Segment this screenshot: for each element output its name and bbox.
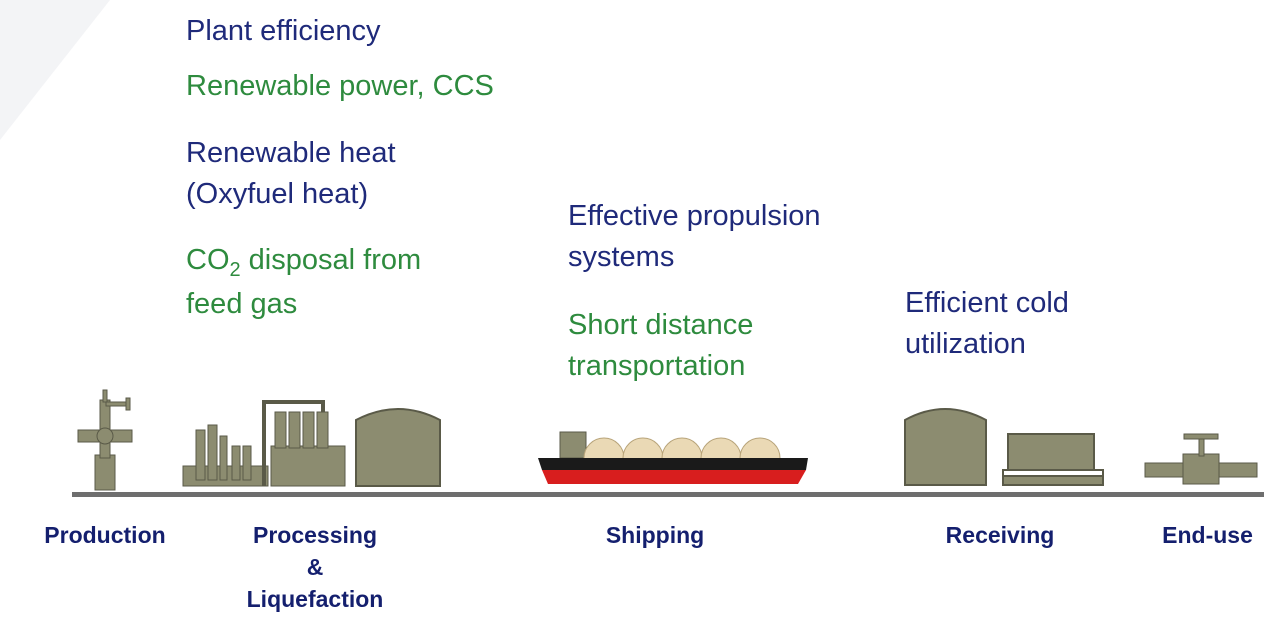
note-cold-line2: utilization <box>905 328 1026 360</box>
note-co2-disposal: CO2 disposal from feed gas <box>186 240 421 325</box>
regasification-unit-icon <box>1002 433 1104 486</box>
receiving-tank-icon <box>904 408 987 486</box>
processing-plant-icon <box>182 400 346 487</box>
stage-label-processing-line2: & <box>306 554 324 580</box>
stage-label-processing: Processing & Liquefaction <box>220 519 410 615</box>
storage-tank-icon <box>355 408 441 487</box>
note-short-distance: Short distance transportation <box>568 305 753 387</box>
note-renewable-heat-line2: (Oxyfuel heat) <box>186 178 369 210</box>
ground-line <box>72 492 1264 497</box>
note-short-distance-line1: Short distance <box>568 309 754 341</box>
valve-pipeline-icon <box>1144 433 1258 485</box>
stage-label-end-use: End-use <box>1162 522 1253 548</box>
corner-decoration <box>0 0 110 140</box>
co2-suffix: disposal from <box>240 244 422 276</box>
note-plant-efficiency: Plant efficiency <box>186 15 381 47</box>
stage-label-production: Production <box>44 522 166 548</box>
note-co2-line1: CO2 disposal from <box>186 240 421 284</box>
stage-label-shipping: Shipping <box>605 522 705 548</box>
note-efficient-cold: Efficient cold utilization <box>905 283 1069 365</box>
co2-subscript: 2 <box>229 259 241 281</box>
stage-label-processing-line3: Liquefaction <box>246 586 384 612</box>
note-renewable-power-ccs: Renewable power, CCS <box>186 70 494 102</box>
stage-label-processing-line1: Processing <box>253 522 377 548</box>
note-co2-line2: feed gas <box>186 288 298 320</box>
note-cold-line1: Efficient cold <box>905 287 1069 319</box>
co2-prefix: CO <box>186 244 230 276</box>
note-short-distance-line2: transportation <box>568 350 746 382</box>
stage-label-receiving: Receiving <box>945 522 1055 548</box>
note-renewable-heat: Renewable heat (Oxyfuel heat) <box>186 133 396 215</box>
lng-carrier-icon <box>538 431 808 484</box>
note-effective-propulsion: Effective propulsion systems <box>568 196 821 278</box>
note-propulsion-line2: systems <box>568 241 675 273</box>
note-propulsion-line1: Effective propulsion <box>568 200 821 232</box>
note-renewable-heat-line1: Renewable heat <box>186 137 396 169</box>
wellhead-icon <box>77 389 133 491</box>
